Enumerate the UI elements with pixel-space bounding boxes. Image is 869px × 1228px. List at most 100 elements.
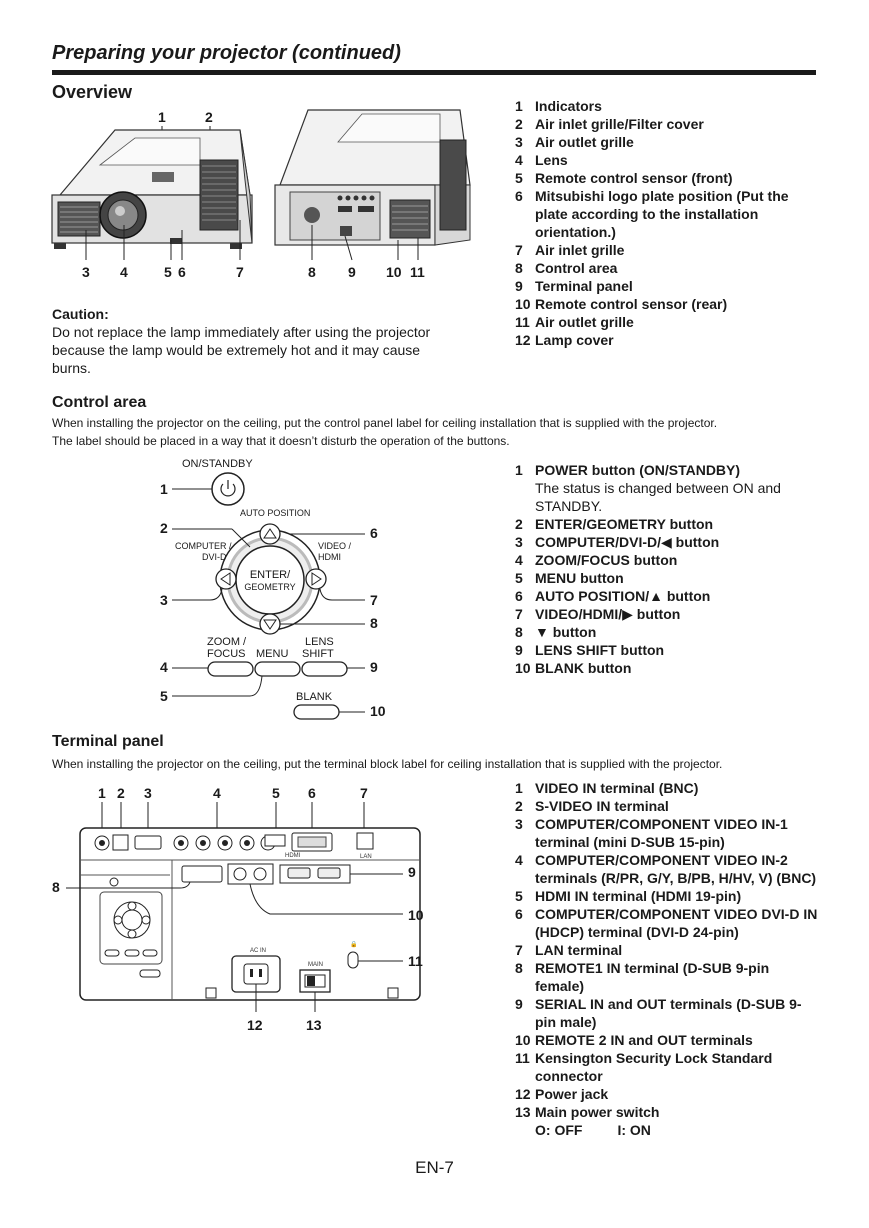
control-area-title: Control area [52, 394, 147, 411]
page-number: EN-7 [415, 1158, 454, 1177]
hdmi-logo-text: HDMI [285, 853, 301, 859]
callout-5: 5 [164, 264, 172, 280]
callout-t13: 13 [306, 1017, 322, 1033]
projector-illustration: 1 2 12 [51, 109, 471, 280]
callout-t12: 12 [247, 1017, 263, 1033]
callout-t11: 11 [408, 953, 423, 969]
callout-c1: 1 [160, 481, 168, 497]
callout-3: 3 [82, 264, 90, 280]
blank-label: BLANK [296, 691, 333, 703]
callout-t9: 9 [408, 864, 416, 880]
callout-c4: 4 [160, 659, 168, 675]
left-arrow-icon [220, 572, 231, 586]
caution-block: Caution: Do not replace the lamp immedia… [52, 305, 462, 377]
control-panel-diagram: ON/STANDBY 1 AUTO POSITION ENTER/ GEOMET… [160, 458, 386, 720]
overview-title: Overview [52, 82, 133, 102]
enter-label: ENTER/ [250, 569, 291, 581]
computer-label: COMPUTER / [175, 541, 232, 551]
menu-label: MENU [256, 648, 288, 660]
video-label: VIDEO / [318, 541, 352, 551]
callout-9: 9 [348, 264, 356, 280]
callout-t5: 5 [272, 785, 280, 801]
callout-t8: 8 [52, 879, 60, 895]
down-arrow-icon [263, 619, 277, 630]
header-rule [52, 70, 816, 75]
ac-in-label: AC IN [250, 948, 266, 954]
caution-title: Caution: [52, 306, 109, 322]
terminal-panel-intro: When installing the projector on the cei… [52, 757, 723, 771]
callout-11: 11 [410, 264, 425, 280]
on-standby-label: ON/STANDBY [182, 458, 253, 470]
right-arrow-icon [311, 572, 322, 586]
caution-text: Do not replace the lamp immediately afte… [52, 324, 431, 376]
focus-label: FOCUS [207, 648, 246, 660]
list-item: 8▼ button [515, 624, 597, 640]
callout-t4: 4 [213, 785, 221, 801]
callout-10: 10 [386, 264, 402, 280]
callout-t1: 1 [98, 785, 106, 801]
callout-c8: 8 [370, 615, 378, 631]
power-icon [220, 480, 236, 497]
callout-4: 4 [120, 264, 128, 280]
callout-8: 8 [308, 264, 316, 280]
control-area-intro: When installing the projector on the cei… [52, 416, 718, 448]
lan-label: LAN [360, 854, 372, 860]
lens-label: LENS [305, 636, 334, 648]
callout-1: 1 [158, 109, 166, 125]
callout-c5: 5 [160, 688, 168, 704]
callout-c7: 7 [370, 592, 378, 608]
callout-t7: 7 [360, 785, 368, 801]
page-header: Preparing your projector (continued) [52, 42, 401, 64]
callout-c6: 6 [370, 525, 378, 541]
callout-c10: 10 [370, 703, 386, 719]
callout-t2: 2 [117, 785, 125, 801]
callout-c9: 9 [370, 659, 378, 675]
callout-t6: 6 [308, 785, 316, 801]
callout-c3: 3 [160, 592, 168, 608]
callout-6: 6 [178, 264, 186, 280]
main-switch-label: MAIN [308, 962, 323, 968]
zoom-label: ZOOM / [207, 636, 247, 648]
hdmi-label: HDMI [318, 552, 341, 562]
callout-t3: 3 [144, 785, 152, 801]
callout-2: 2 [205, 109, 213, 125]
callout-7: 7 [236, 264, 244, 280]
auto-position-label: AUTO POSITION [240, 508, 310, 518]
terminal-panel-diagram: 1 2 3 4 5 6 7 HDMI LAN [52, 785, 424, 1033]
lock-icon: 🔒 [350, 940, 357, 948]
shift-label: SHIFT [302, 648, 334, 660]
